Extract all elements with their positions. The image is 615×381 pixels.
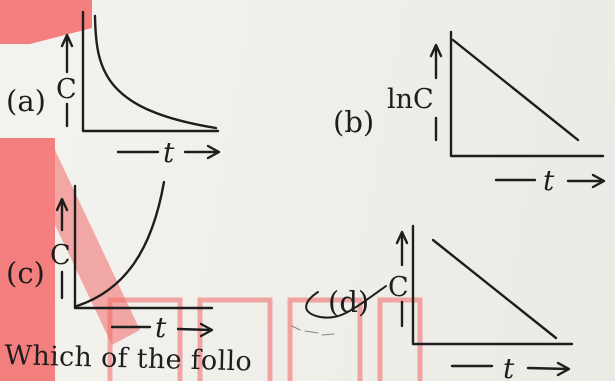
- watermark-block-1: [107, 297, 183, 381]
- graph-a-y-label: C: [56, 74, 77, 105]
- graph-b-x-label: t: [543, 164, 555, 197]
- graph-b-y-arrowhead: [429, 43, 443, 58]
- watermark-wedge-shape: [55, 150, 140, 345]
- graph-c-axes: [73, 184, 214, 310]
- watermark-stripe-shape: [0, 138, 55, 381]
- graph-b-option-label: (b): [333, 105, 374, 139]
- watermark-triangle-shape: [0, 0, 92, 44]
- graph-b-axes: [449, 30, 605, 158]
- graph-c-x-arrow-right: [176, 327, 213, 332]
- graph-a-x-label: t: [163, 136, 175, 169]
- question-text: Which of the follo: [4, 340, 253, 378]
- graph-d-x-label: t: [503, 352, 515, 381]
- graph-b-line: [451, 38, 580, 142]
- graph-c-option-label: (c): [6, 256, 45, 290]
- graph-d-y-label: C: [388, 272, 409, 303]
- graph-b-y-label: lnC: [387, 84, 434, 115]
- graph-d-y-arrowhead: [395, 230, 409, 245]
- graph-d-x-arrow-right: [526, 366, 570, 371]
- graph-d-x-arrowhead: [556, 361, 571, 377]
- pen-mark: [305, 285, 387, 319]
- graph-c-y-label: C: [50, 240, 71, 271]
- graph-c-x-arrowhead: [199, 322, 214, 338]
- watermark: [0, 0, 423, 381]
- graph-d-axes: [411, 224, 574, 346]
- graph-b: [429, 30, 606, 189]
- graph-c-y-arrowhead: [55, 197, 69, 212]
- graph-d: [395, 224, 574, 377]
- watermark-block-2: [197, 297, 273, 381]
- graph-d-option-label: (d): [328, 285, 369, 319]
- graph-a-axes: [81, 10, 220, 133]
- graph-a: [60, 10, 221, 160]
- watermark-block-3: [287, 297, 363, 381]
- graph-a-y-arrowhead: [60, 33, 74, 48]
- graph-a-curve: [93, 14, 218, 130]
- graph-c-x-label: t: [155, 311, 167, 344]
- graph-d-line: [431, 238, 558, 340]
- graph-a-option-label: (a): [6, 84, 46, 118]
- graph-a-x-arrowhead: [206, 144, 221, 160]
- graph-c-curve: [75, 180, 166, 308]
- graph-c: [55, 180, 214, 338]
- graph-b-x-arrowhead: [591, 173, 606, 189]
- pen-mark-smudge: [291, 325, 335, 336]
